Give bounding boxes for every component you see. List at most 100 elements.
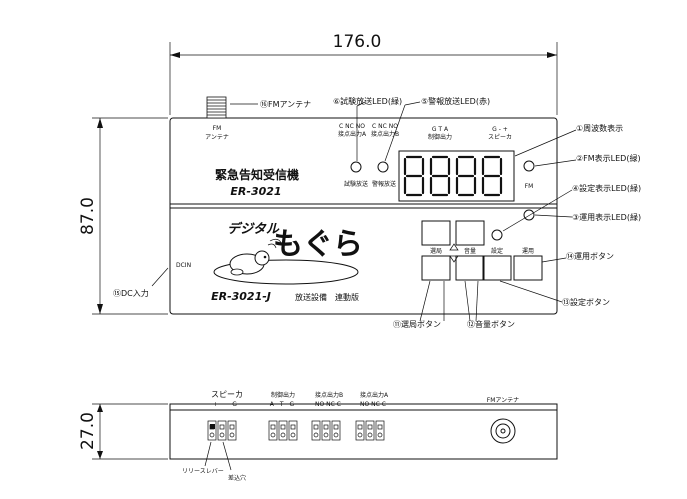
- display-digit: [455, 155, 477, 197]
- bottom-speaker-label: スピーカ: [211, 390, 243, 399]
- callout-channel-button: ⑪選局ボタン: [393, 319, 441, 329]
- callout-dc-input: ⑮DC入力: [113, 288, 149, 298]
- display-digit: [429, 155, 451, 197]
- release-lever-icon: [357, 424, 363, 430]
- terminal-slot: [278, 420, 288, 441]
- bottom-height-dimension: 27.0: [78, 403, 168, 460]
- terminal-slot: [311, 420, 321, 441]
- term-b-pins: C NC NO: [372, 123, 398, 130]
- up-arrow-icon: [449, 243, 459, 251]
- channel-up-button[interactable]: [421, 220, 451, 246]
- release-lever-icon: [290, 424, 296, 430]
- ctrl-name: 制御出力: [428, 133, 452, 141]
- model-top: ER-3021: [230, 185, 281, 198]
- bottom-term-b-label: 接点出力B: [315, 391, 343, 399]
- release-lever-icon: [313, 424, 319, 430]
- bottom-fm-antenna-label: FMアンテナ: [487, 397, 519, 404]
- bottom-speaker-pins: + - G: [213, 401, 237, 408]
- terminal-slot: [227, 420, 237, 441]
- fm-led: [523, 160, 535, 172]
- ctrl-pins: G T A: [432, 126, 449, 133]
- button-grid: 選局 音量 設定 運用: [421, 209, 543, 281]
- leader-lines: [151, 101, 577, 322]
- channel-label: 選局: [430, 247, 442, 255]
- release-lever-icon: [229, 424, 235, 430]
- release-lever-icon: [280, 424, 286, 430]
- terminal-slot: [355, 420, 365, 441]
- terminal-slot: [217, 420, 227, 441]
- callout-fm-led: ②FM表示LED(緑): [576, 153, 641, 163]
- release-lever-icon: [333, 424, 339, 430]
- front-height-value: 87.0: [78, 197, 98, 235]
- channel-down-button[interactable]: [421, 255, 451, 281]
- insert-hole-icon: [229, 432, 235, 438]
- callout-volume-button: ⑫音量ボタン: [467, 319, 515, 329]
- insert-hole-icon: [333, 432, 339, 438]
- alarm-broadcast-led: [377, 161, 389, 173]
- release-lever-label: リリースレバー: [182, 468, 224, 475]
- release-lever-icon: [270, 424, 276, 430]
- operate-led: [523, 209, 535, 221]
- operate-button[interactable]: [513, 255, 543, 281]
- setting-button[interactable]: [482, 255, 512, 281]
- front-panel: [169, 117, 558, 315]
- model-bottom: ER-3021-J: [211, 290, 271, 303]
- mole-mascot-icon: [229, 238, 283, 276]
- terminal-slot: [375, 420, 385, 441]
- callout-alarm-led: ⑤警報放送LED(赤): [421, 96, 490, 106]
- insert-hole-icon: [367, 432, 373, 438]
- antenna-label-fm: FM: [213, 125, 222, 132]
- frequency-display: [398, 150, 515, 202]
- display-digit: [403, 155, 425, 197]
- insert-hole-icon: [323, 432, 329, 438]
- terminal-slot: [331, 420, 341, 441]
- insert-hole-icon: [357, 432, 363, 438]
- insert-hole-icon: [313, 432, 319, 438]
- volume-down-button[interactable]: [455, 255, 485, 281]
- setting-led: [491, 229, 503, 241]
- term-a-pins: C NC NO: [339, 123, 365, 130]
- bottom-term-b-pins: NO NC C: [315, 401, 341, 408]
- terminal-slot: [288, 420, 298, 441]
- bottom-ctrl-pins: A T G: [270, 401, 295, 408]
- setting-label: 設定: [491, 247, 503, 255]
- callout-fm-antenna: ⑯FMアンテナ: [260, 100, 311, 109]
- antenna-connector-icon: [490, 418, 516, 444]
- display-digits: [403, 155, 503, 197]
- antenna-label-text: アンテナ: [205, 134, 229, 141]
- insert-hole-icon: [280, 432, 286, 438]
- operate-label: 運用: [522, 248, 534, 255]
- term-b-name: 接点出力B: [371, 130, 399, 138]
- test-broadcast-led: [350, 161, 362, 173]
- callout-frequency-display: ①周波数表示: [576, 123, 623, 133]
- dcin-label: DCIN: [176, 262, 191, 269]
- logo-ground: [213, 259, 359, 285]
- insert-hole-icon: [290, 432, 296, 438]
- fm-antenna-icon: [206, 96, 227, 119]
- terminal-blocks: [207, 420, 385, 441]
- display-digit: [481, 155, 503, 197]
- volume-up-button[interactable]: [455, 220, 485, 246]
- lever-marker: [210, 424, 215, 429]
- callout-operate-led: ③運用表示LED(緑): [572, 212, 641, 222]
- bottom-term-a-pins: NO NC C: [360, 401, 386, 408]
- release-lever-icon: [323, 424, 329, 430]
- insert-hole-label: 差込穴: [228, 474, 246, 482]
- insert-hole-icon: [209, 432, 215, 438]
- logo-digital: デジタル: [227, 221, 280, 237]
- term-a-name: 接点出力A: [338, 130, 367, 138]
- callout-operate-button: ⑭運用ボタン: [566, 252, 614, 261]
- bottom-height-value: 27.0: [78, 412, 98, 450]
- fm-label: FM: [525, 183, 534, 190]
- callout-test-led: ⑥試験放送LED(緑): [333, 96, 402, 106]
- speaker-pins: G - +: [492, 126, 508, 133]
- insert-hole-icon: [270, 432, 276, 438]
- terminal-slot: [268, 420, 278, 441]
- callout-setting-button: ⑬設定ボタン: [562, 297, 610, 307]
- edition-label: 放送設備 連動版: [295, 292, 359, 302]
- release-lever-icon: [219, 424, 225, 430]
- front-height-dimension: 87.0: [78, 117, 168, 315]
- test-led-label: 試験放送: [344, 180, 368, 188]
